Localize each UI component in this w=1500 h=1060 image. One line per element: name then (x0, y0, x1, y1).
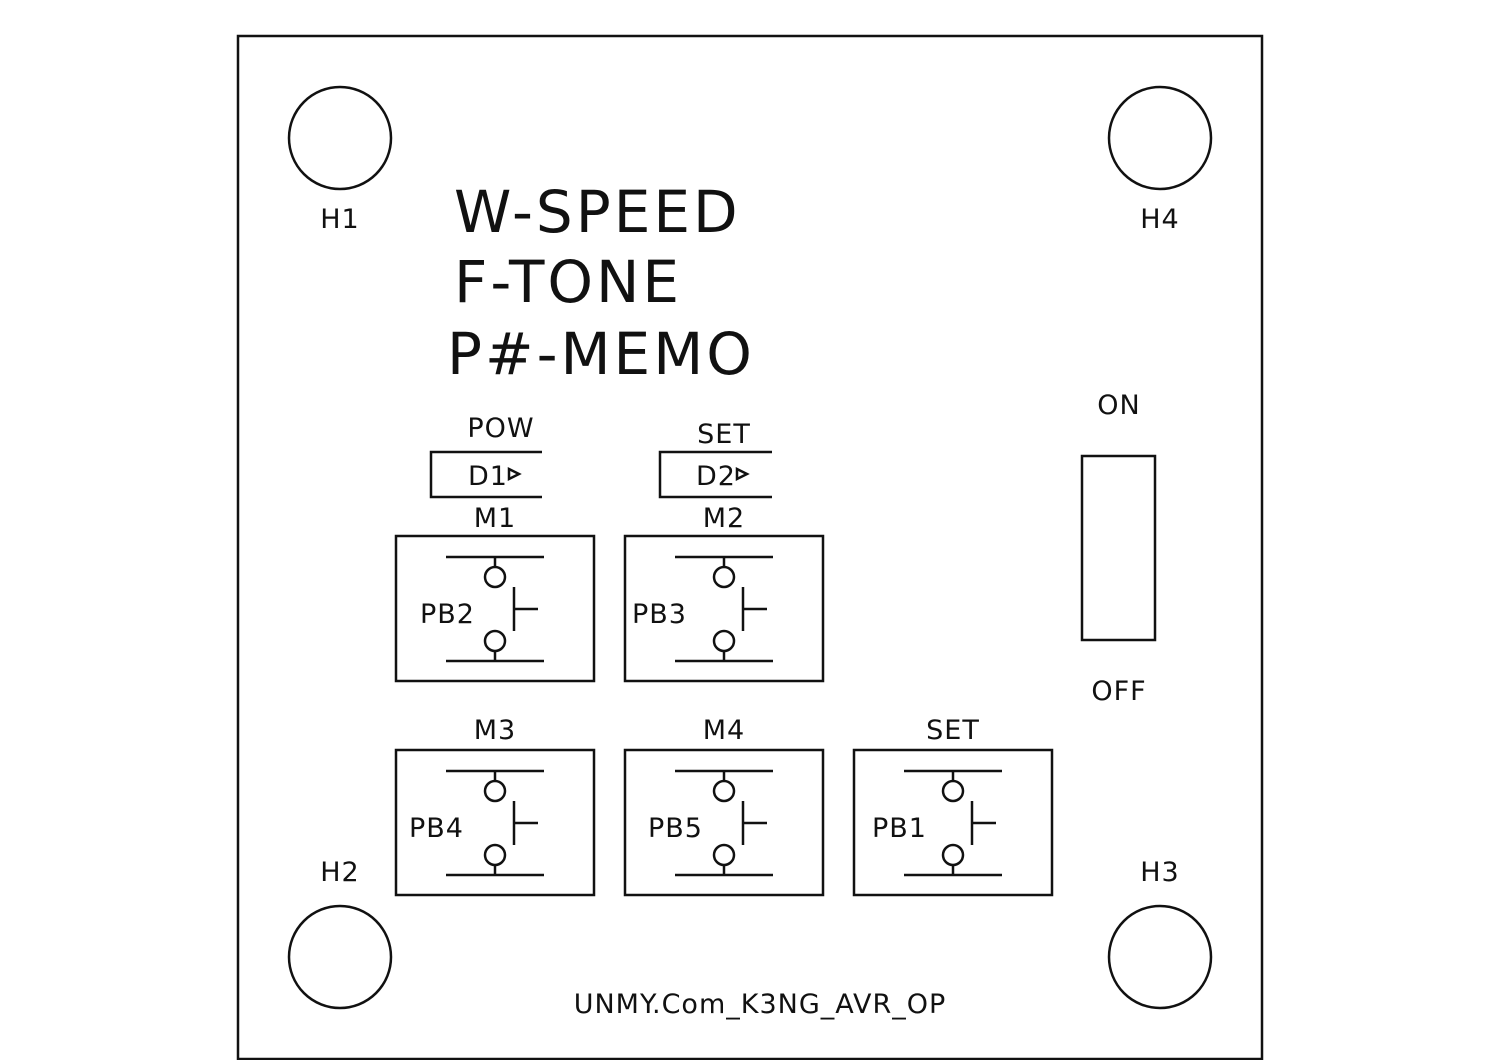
board-name: UNMY.Com_K3NG_AVR_OP (574, 989, 947, 1020)
pushbutton-ref: PB1 (872, 813, 927, 844)
hole-circle (1107, 85, 1213, 191)
heading-line-2: F-TONE (454, 248, 682, 316)
contact-circle (483, 843, 507, 867)
led-ref: D2 (696, 461, 736, 492)
pushbutton-ref: PB2 (420, 599, 475, 630)
mounting-hole-h4: H4 (1107, 85, 1213, 235)
led-d2: SET D2 (658, 419, 772, 499)
mounting-hole-h2: H2 (287, 857, 393, 1010)
contact-circle (483, 779, 507, 803)
led-d1: POW D1 (429, 413, 542, 499)
pushbutton-ref: PB5 (648, 813, 703, 844)
hole-ref: H1 (320, 204, 359, 235)
led-outline (429, 450, 542, 499)
pushbutton-ref: PB3 (632, 599, 687, 630)
pushbutton-outline (394, 748, 596, 897)
hole-ref: H4 (1140, 204, 1179, 235)
contact-circle (483, 629, 507, 653)
led-triangle-icon (735, 466, 750, 482)
hole-ref: H3 (1140, 857, 1179, 888)
hole-circle (287, 85, 393, 191)
contact-circle (941, 843, 965, 867)
contact-circle (712, 629, 736, 653)
mounting-hole-h3: H3 (1107, 857, 1213, 1010)
board-outline (236, 34, 1264, 1060)
pushbutton-label: M1 (474, 503, 516, 534)
pushbutton-ref: PB4 (409, 813, 464, 844)
pushbutton-outline (623, 534, 825, 683)
pushbutton-outline (852, 748, 1054, 897)
pushbutton-label: M3 (474, 715, 516, 746)
heading-line-3: P#-MEMO (447, 320, 755, 388)
contact-circle (712, 843, 736, 867)
switch-off-label: OFF (1091, 676, 1146, 707)
hole-circle (1107, 904, 1213, 1010)
heading-line-1: W-SPEED (454, 178, 741, 246)
pushbutton-pb1: SET PB1 (852, 715, 1054, 897)
led-outline (658, 450, 772, 499)
pushbutton-outline (394, 534, 596, 683)
power-switch: ON OFF (1080, 390, 1157, 707)
led-triangle-icon (507, 466, 522, 482)
contact-circle (712, 779, 736, 803)
contact-circle (712, 565, 736, 589)
pushbutton-label: M2 (703, 503, 745, 534)
contact-circle (483, 565, 507, 589)
hole-ref: H2 (320, 857, 359, 888)
switch-on-label: ON (1097, 390, 1140, 421)
pushbutton-label: SET (926, 715, 980, 746)
led-ref: D1 (468, 461, 508, 492)
pushbutton-outline (623, 748, 825, 897)
led-label: SET (697, 419, 751, 450)
hole-circle (287, 904, 393, 1010)
contact-circle (941, 779, 965, 803)
pushbutton-label: M4 (703, 715, 745, 746)
mounting-hole-h1: H1 (287, 85, 393, 235)
led-label: POW (467, 413, 534, 444)
switch-body (1080, 454, 1157, 642)
